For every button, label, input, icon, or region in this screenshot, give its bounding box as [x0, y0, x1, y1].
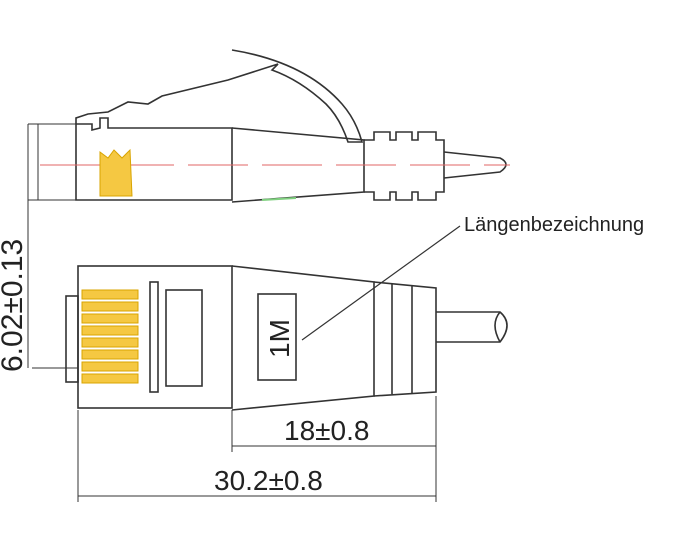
- contact-pin: [81, 289, 139, 300]
- contact-pin: [81, 349, 139, 360]
- length-label-callout: Längenbezeichnung: [464, 214, 644, 236]
- contact-pin: [81, 337, 139, 348]
- boot-length-label: 18±0.8: [284, 415, 369, 446]
- contact-pin: [81, 361, 139, 372]
- plug-body-top: [77, 265, 233, 409]
- side-view: [75, 49, 507, 203]
- plug-body: [75, 117, 233, 201]
- green-marker: [261, 197, 297, 201]
- length-tag-text: 1M: [264, 319, 295, 358]
- plug-lip: [65, 295, 79, 383]
- contact-pin: [81, 373, 139, 384]
- boot-ribs-top: [373, 281, 437, 397]
- contact-pin: [81, 325, 139, 336]
- top-view: [65, 265, 508, 411]
- contact-pin: [81, 301, 139, 312]
- boot-top: [231, 265, 375, 411]
- callout-leader: [301, 225, 461, 341]
- length-dimensions: [77, 396, 437, 502]
- length-tag-box: [257, 293, 297, 381]
- grip-ribs-side: [364, 131, 445, 201]
- contact-clip-side: [99, 148, 133, 197]
- boot-side: [231, 127, 365, 203]
- contact-window: [149, 281, 159, 393]
- cable-end: [494, 311, 501, 343]
- height-dimension: [27, 123, 78, 369]
- total-length-label: 30.2±0.8: [214, 465, 323, 496]
- contact-pins: [81, 289, 139, 384]
- contact-pin: [81, 313, 139, 324]
- height-dimension-label: 6.02±0.13: [0, 239, 29, 372]
- latch-clip: [75, 49, 364, 143]
- latch-window: [165, 289, 203, 387]
